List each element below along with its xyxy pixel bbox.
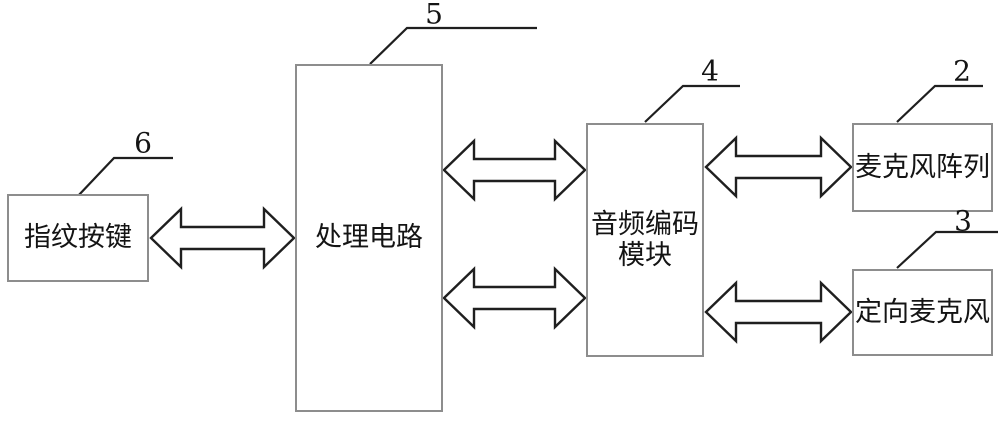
leader-line-ref-6 <box>76 156 173 198</box>
double-arrow-processing-audio-upper <box>442 138 587 202</box>
box-audio-encoding-module-label-line1: 音频编码 <box>591 208 699 240</box>
box-audio-encoding-module: 音频编码 模块 <box>586 123 704 357</box>
ref-number-5: 5 <box>425 0 443 31</box>
leader-line-ref-2 <box>896 84 983 123</box>
double-arrow-audio-directionalmic <box>704 280 853 344</box>
box-processing-circuit-label: 处理电路 <box>315 222 423 254</box>
box-microphone-array-label: 麦克风阵列 <box>855 151 990 183</box>
ref-number-6: 6 <box>134 126 152 160</box>
ref-number-4: 4 <box>701 54 719 88</box>
double-arrow-audio-micarray <box>704 135 853 199</box>
leader-line-ref-4 <box>644 84 740 123</box>
box-directional-microphone-label: 定向麦克风 <box>855 296 990 328</box>
double-arrow-fingerprint-processing <box>149 206 296 270</box>
ref-number-2: 2 <box>953 54 971 88</box>
box-microphone-array: 麦克风阵列 <box>852 123 993 212</box>
box-audio-encoding-module-label-line2: 模块 <box>618 240 672 271</box>
box-processing-circuit: 处理电路 <box>295 64 443 412</box>
leader-line-ref-3 <box>896 230 998 269</box>
box-directional-microphone: 定向麦克风 <box>852 269 993 356</box>
double-arrow-processing-audio-lower <box>442 266 587 330</box>
leader-line-ref-5 <box>369 26 537 65</box>
box-fingerprint-button: 指纹按键 <box>7 194 149 282</box>
box-fingerprint-button-label: 指纹按键 <box>24 222 132 254</box>
ref-number-3: 3 <box>954 204 972 238</box>
